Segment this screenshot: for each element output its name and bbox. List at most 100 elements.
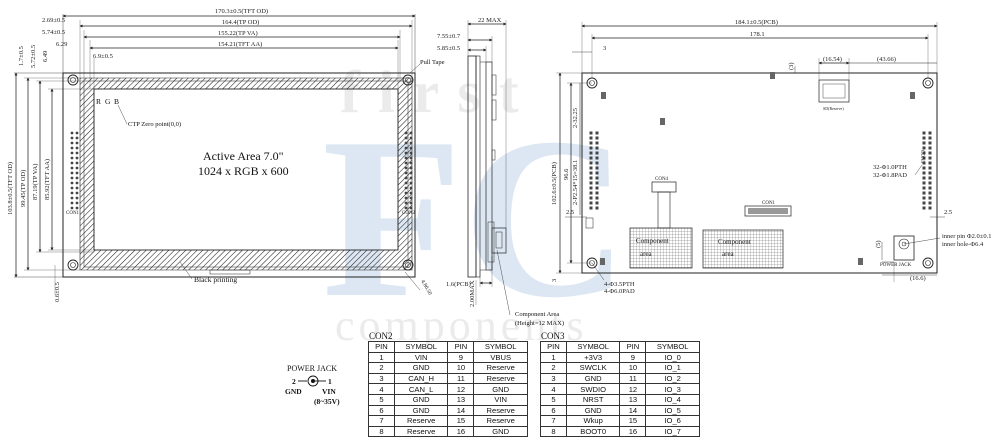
pcb-d16: (16.54) [823,56,842,63]
comp-area-1-b: area [640,250,653,258]
pin-dot [409,131,413,135]
dim-6-49: 6.49 [42,51,49,62]
back-view-text: 184.1±0.5(PCB) 178.1 3 (16.54) (43.66) (… [551,19,991,295]
tft-outline [62,72,416,278]
con1-connector [744,205,792,217]
symbol-cell: IO_5 [645,404,700,417]
dim-tp-od-h: 99.45(TP OD) [20,170,27,207]
pin-cell: 12 [447,383,475,395]
pcb-con1-label: CON1 [762,201,776,206]
dim-tft-aa-h: 85.92(TFT AA) [44,159,51,200]
pin-cell: 14 [447,404,475,417]
pcb-width-2: 178.1 [750,31,765,38]
comp-area-2-a: Component [718,238,751,246]
pin-dot [922,196,926,200]
symbol-cell: GND [565,404,621,417]
pin-dot [409,146,413,150]
pin-dot [595,176,599,180]
pin-dot [595,181,599,185]
pin-dot [75,136,79,140]
pcb-width: 184.1±0.5(PCB) [735,19,778,26]
pin-dot [589,141,593,145]
pin-dot [404,141,408,145]
pin-cell: 6 [540,404,567,417]
pin-dot [70,191,74,195]
pin-dot [589,146,593,150]
pin-cell: 1 [368,351,395,364]
pin-dot [589,181,593,185]
pin-dot [922,166,926,170]
pin-dot [75,166,79,170]
pin-dot [404,131,408,135]
pcb-con3-label: CON3 [919,150,924,164]
pin-dot [70,146,74,150]
table-header-row: PIN SYMBOL PIN SYMBOL [368,341,528,353]
pin-dot [70,196,74,200]
pcb-d3: 3 [603,45,606,52]
mount-hole-tr [402,74,414,86]
pin-dot [928,191,932,195]
sd-slot [818,79,850,103]
pin-cell: 5 [368,393,395,406]
pin-dot [595,136,599,140]
pin-dot [70,201,74,205]
pcb-hole-tr [922,77,934,89]
pin-dot [75,151,79,155]
con3-title: CON3 [541,331,565,341]
pin-dot [589,206,593,210]
watermark-first: first [340,59,537,125]
front-view-text: 170.3±0.5(TFT OD) 164.4(TP OD) 155.22(TP… [7,8,445,302]
symbol-cell: Reserve [473,404,528,417]
pj-pin2: 2 [292,377,296,386]
active-area-resolution: 1024 x RGB x 600 [198,164,289,178]
component-area-2 [702,229,784,269]
pin-dot [409,166,413,170]
symbol-cell: VBUS [473,351,528,364]
pin-dot [404,136,408,140]
pcb-outline [581,72,938,274]
pin-dot [928,166,932,170]
dim-5-72: 5.72±0.5 [30,45,37,68]
con1-front-label: CON1 [66,211,80,216]
pin-cell: 4 [540,383,567,395]
pin-dot [595,196,599,200]
pin-dot [928,176,932,180]
pin-dot [922,151,926,155]
symbol-cell: CAN_H [393,372,449,385]
pin-cell: 5 [540,393,567,406]
pin-dot [70,206,74,210]
symbol-cell: IO_7 [645,425,700,438]
symbol-cell: Reserve [473,415,528,427]
pin-dot [404,151,408,155]
pin-dot [409,136,413,140]
pcb-d25r: 2.5 [944,209,952,216]
rgb-r: R [96,97,101,106]
pin-cell: 15 [447,415,475,427]
pin-dot [75,156,79,160]
pin-dot [922,141,926,145]
pin-dot [75,186,79,190]
pin-dot [75,191,79,195]
pin-cell: 4 [368,383,395,395]
symbol-cell: IO_2 [645,372,700,385]
symbol-cell: NRST [565,393,621,406]
pin-cell: 9 [619,351,647,364]
symbol-cell: GND [473,425,528,438]
dim-1-7: 1.7±0.5 [18,46,25,66]
pin-dot [928,146,932,150]
pin-dot [409,181,413,185]
ctp-zero-label: CTP Zero point(0,0) [128,121,181,128]
pin-dot [595,131,599,135]
pin-dot [404,196,408,200]
pin-cell: 3 [368,372,395,385]
